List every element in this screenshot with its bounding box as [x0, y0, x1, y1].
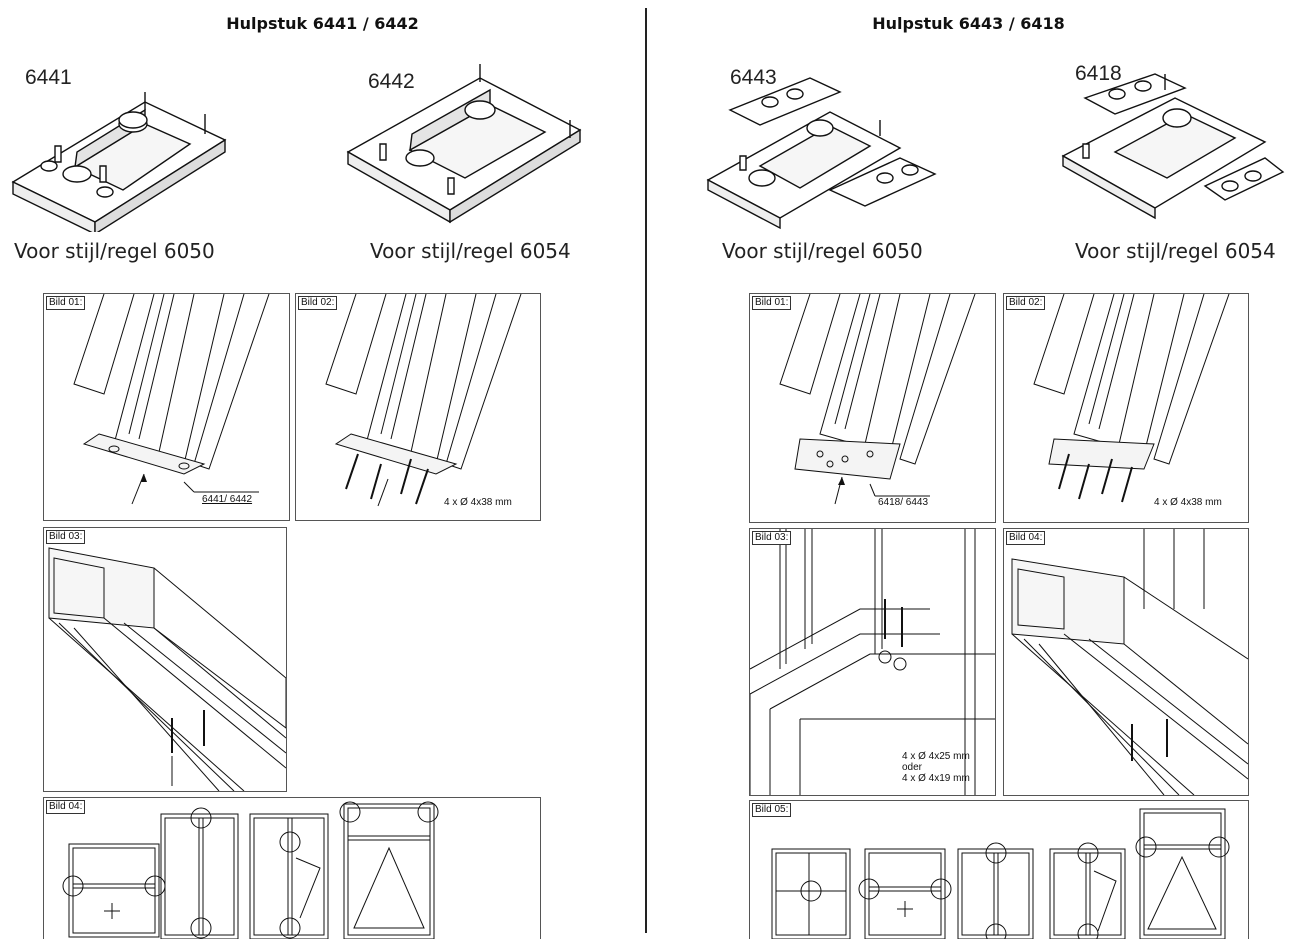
connector-part-icon: [5, 62, 235, 232]
profile-drawing: [750, 529, 995, 795]
part-code-6443: 6443: [730, 66, 777, 89]
screw-icon: [1132, 719, 1167, 761]
panel-label: Bild 03:: [752, 531, 792, 545]
caption-6418: Voor stijl/regel 6054: [1075, 239, 1276, 263]
window-frame-icon: [750, 801, 1248, 939]
panel-label: Bild 04:: [1006, 531, 1046, 545]
right-bild-03: Bild 03: 4 x Ø 4x25 mm oder 4 x Ø 4x19 m…: [749, 528, 996, 796]
screw-spec-note: 4 x Ø 4x38 mm: [444, 497, 512, 508]
left-bild-01: Bild 01: 6441/ 6442: [43, 293, 290, 521]
panel-label: Bild 01:: [752, 296, 792, 310]
part-code-6418: 6418: [1075, 62, 1122, 85]
right-bild-04: Bild 04:: [1003, 528, 1249, 796]
panel-label: Bild 03:: [46, 530, 86, 544]
screw-spec-line-1: 4 x Ø 4x25 mm: [902, 751, 970, 762]
screw-spec-note: 4 x Ø 4x38 mm: [1154, 497, 1222, 508]
screw-icon: [346, 454, 428, 504]
screw-spec-note: 4 x Ø 4x25 mm oder 4 x Ø 4x19 mm: [902, 751, 970, 784]
left-bild-02: Bild 02: 4 x Ø 4x38 mm: [295, 293, 541, 521]
panel-label: Bild 04:: [46, 800, 86, 814]
screw-icon: [172, 710, 204, 753]
panel-label: Bild 02:: [298, 296, 338, 310]
left-bild-03: Bild 03:: [43, 527, 287, 792]
profile-drawing: [296, 294, 540, 520]
profile-drawing: [750, 294, 995, 522]
part-reference-note: 6441/ 6442: [202, 494, 253, 505]
connector-part-icon: [340, 60, 590, 230]
window-frame-icon: [44, 798, 540, 939]
screw-icon: [1059, 454, 1132, 502]
left-column-title: Hulpstuk 6441 / 6442: [226, 14, 419, 33]
panel-label: Bild 05:: [752, 803, 792, 817]
caption-6443: Voor stijl/regel 6050: [722, 239, 923, 263]
right-bild-01: Bild 01: 6418/ 6443: [749, 293, 996, 523]
part-code-6442: 6442: [368, 70, 415, 93]
right-bild-02: Bild 02: 4 x Ø 4x38 mm: [1003, 293, 1249, 523]
connector-part-icon: [700, 70, 940, 230]
right-bild-05: Bild 05:: [749, 800, 1249, 939]
part-code-6441: 6441: [25, 66, 72, 89]
caption-6442: Voor stijl/regel 6054: [370, 239, 571, 263]
profile-drawing: [1004, 529, 1248, 795]
panel-label: Bild 01:: [46, 296, 86, 310]
connector-part-icon: [1055, 68, 1285, 230]
profile-drawing: [44, 528, 286, 791]
profile-drawing: [44, 294, 289, 520]
screw-icon: [885, 599, 902, 647]
panel-label: Bild 02:: [1006, 296, 1046, 310]
part-reference-note: 6418/ 6443: [878, 497, 929, 508]
left-bild-04: Bild 04:: [43, 797, 541, 939]
screw-spec-line-3: 4 x Ø 4x19 mm: [902, 773, 970, 784]
column-divider: [645, 8, 647, 933]
profile-drawing: [1004, 294, 1248, 522]
screw-spec-line-2: oder: [902, 762, 923, 773]
caption-6441: Voor stijl/regel 6050: [14, 239, 215, 263]
right-column-title: Hulpstuk 6443 / 6418: [872, 14, 1065, 33]
